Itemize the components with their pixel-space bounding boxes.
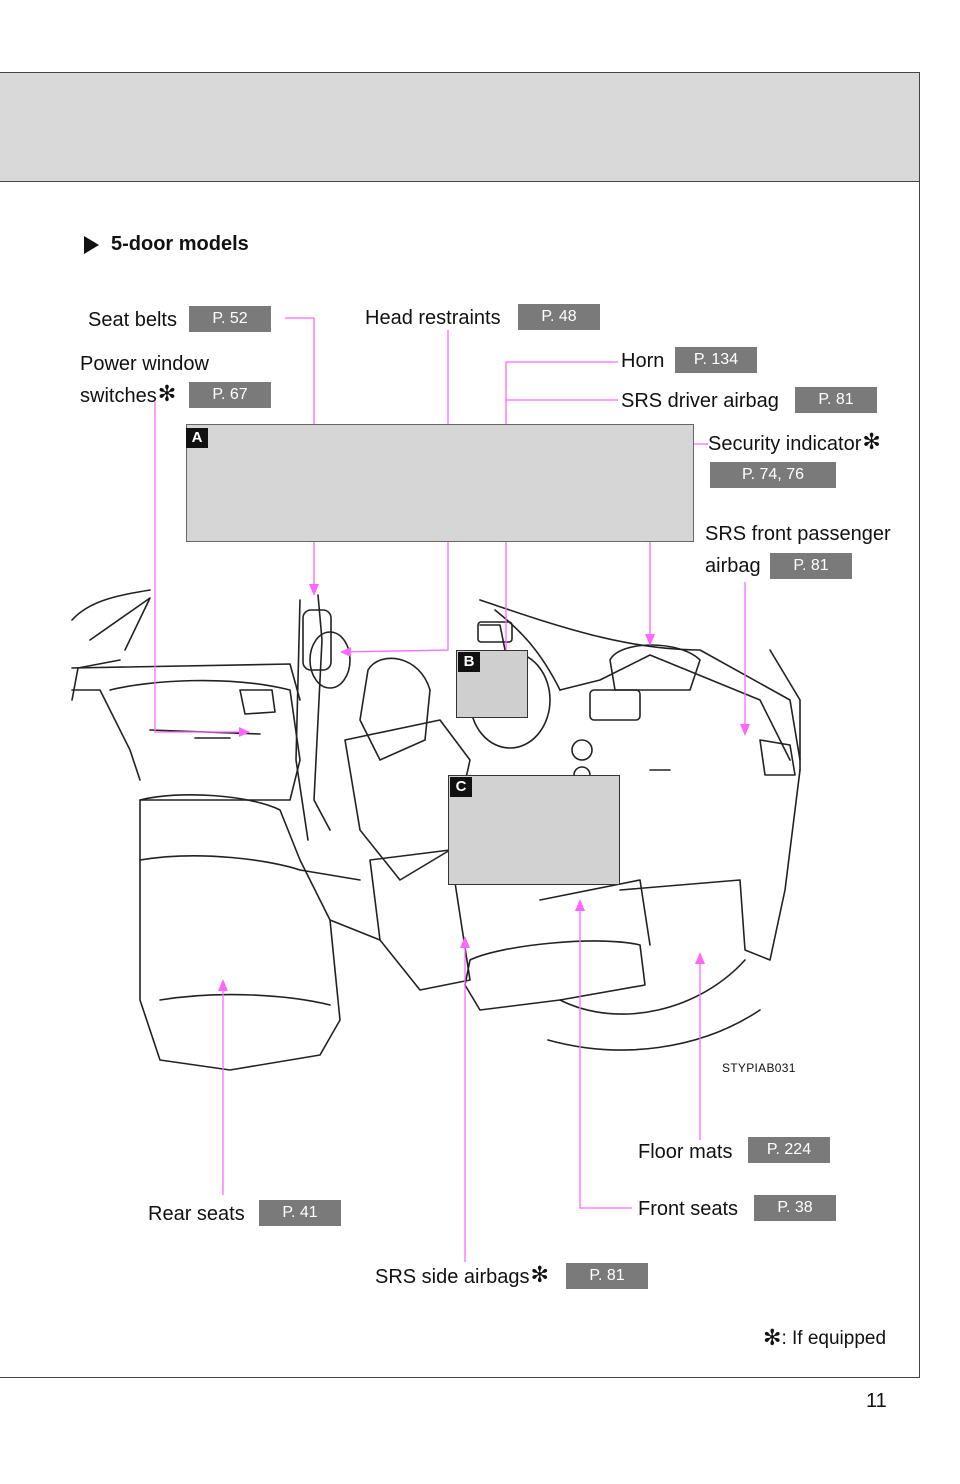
label-security-indicator: Security indicator✻ bbox=[708, 429, 881, 456]
label-srs-side-airbags: SRS side airbags✻ bbox=[375, 1262, 549, 1289]
header-band bbox=[0, 72, 920, 182]
image-code: STYPIAB031 bbox=[722, 1061, 796, 1075]
page-ref-srs-driver-airbag[interactable]: P. 81 bbox=[795, 387, 877, 413]
asterisk-icon: ✻ bbox=[862, 429, 881, 454]
page-number: 11 bbox=[866, 1390, 887, 1412]
page-ref-horn[interactable]: P. 134 bbox=[675, 347, 757, 373]
inset-letter-a: A bbox=[186, 428, 208, 448]
label-power-window-line2: switches✻ bbox=[80, 381, 177, 408]
triangle-bullet-icon bbox=[84, 235, 99, 254]
section-title: 5-door models bbox=[84, 233, 249, 256]
label-srs-front-passenger-line2: airbag bbox=[705, 555, 761, 577]
page-ref-security-indicator[interactable]: P. 74, 76 bbox=[710, 462, 836, 488]
asterisk-icon: ✻ bbox=[157, 381, 177, 406]
label-srs-front-passenger-line1: SRS front passenger bbox=[705, 523, 891, 545]
page-ref-srs-front-passenger[interactable]: P. 81 bbox=[770, 553, 852, 579]
page-ref-seat-belts[interactable]: P. 52 bbox=[189, 306, 271, 332]
label-head-restraints: Head restraints bbox=[365, 307, 501, 329]
label-floor-mats: Floor mats bbox=[638, 1141, 733, 1163]
page-ref-rear-seats[interactable]: P. 41 bbox=[259, 1200, 341, 1226]
label-power-window-line1: Power window bbox=[80, 353, 209, 375]
inset-box-a bbox=[186, 424, 694, 542]
label-rear-seats: Rear seats bbox=[148, 1203, 245, 1225]
inset-box-c bbox=[448, 775, 620, 885]
page-ref-floor-mats[interactable]: P. 224 bbox=[748, 1137, 830, 1163]
asterisk-icon: ✻ bbox=[530, 1262, 549, 1287]
label-seat-belts: Seat belts bbox=[88, 309, 177, 331]
inset-letter-c: C bbox=[450, 777, 472, 797]
page-ref-srs-side-airbags[interactable]: P. 81 bbox=[566, 1263, 648, 1289]
page-ref-power-window[interactable]: P. 67 bbox=[189, 382, 271, 408]
label-srs-driver-airbag: SRS driver airbag bbox=[621, 390, 779, 412]
page-ref-front-seats[interactable]: P. 38 bbox=[754, 1195, 836, 1221]
label-horn: Horn bbox=[621, 350, 665, 372]
page-ref-head-restraints[interactable]: P. 48 bbox=[518, 304, 600, 330]
label-front-seats: Front seats bbox=[638, 1198, 739, 1220]
asterisk-icon: ✻ bbox=[763, 1325, 782, 1350]
section-title-text: 5-door models bbox=[111, 233, 249, 255]
inset-letter-b: B bbox=[458, 652, 480, 672]
footnote: ✻: If equipped bbox=[763, 1325, 887, 1350]
